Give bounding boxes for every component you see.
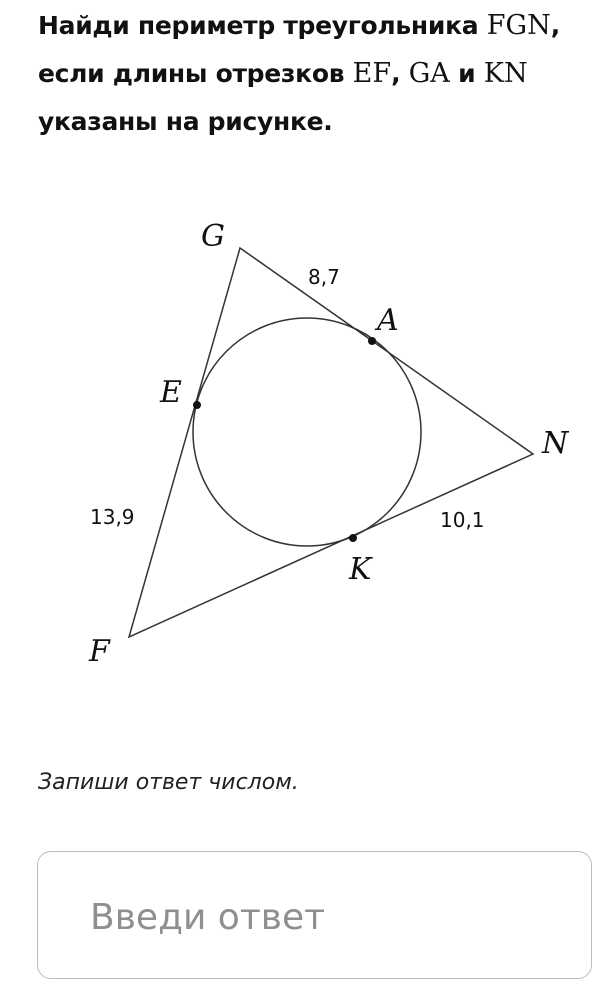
answer-field-container[interactable] <box>37 851 592 979</box>
length-label-ef: 13,9 <box>90 505 135 529</box>
math-segment-ga: GA <box>408 58 450 89</box>
triangle-fgn <box>127 246 535 639</box>
tangent-point-a <box>368 337 376 345</box>
question-line-3: указаны на рисунке. <box>38 107 333 136</box>
tangent-point-k <box>349 534 357 542</box>
answer-input[interactable] <box>90 892 570 942</box>
math-segment-ef: EF <box>352 58 392 89</box>
point-label-a: A <box>374 303 399 338</box>
point-label-k: K <box>348 552 373 587</box>
vertex-label-g: G <box>201 219 225 254</box>
question-line-1: Найди периметр треугольника FGN, <box>38 10 560 41</box>
vertex-label-n: N <box>541 426 570 461</box>
answer-hint: Запиши ответ числом. <box>38 770 299 795</box>
question-text: Найди периметр треугольника FGN, если дл… <box>38 2 604 146</box>
vertex-label-f: F <box>88 634 111 669</box>
math-triangle-fgn: FGN <box>486 10 551 41</box>
point-label-e: E <box>159 375 182 410</box>
math-segment-kn: KN <box>483 58 528 89</box>
length-label-ga: 8,7 <box>308 265 340 289</box>
geometry-figure: G A E N K F 8,7 13,9 10,1 <box>0 190 606 690</box>
incircle <box>192 317 422 547</box>
question-line-2: если длины отрезков EF, GA и KN <box>38 58 528 89</box>
length-label-kn: 10,1 <box>440 508 485 532</box>
triangle-diagram: G A E N K F 8,7 13,9 10,1 <box>88 219 570 669</box>
tangent-point-e <box>193 401 201 409</box>
